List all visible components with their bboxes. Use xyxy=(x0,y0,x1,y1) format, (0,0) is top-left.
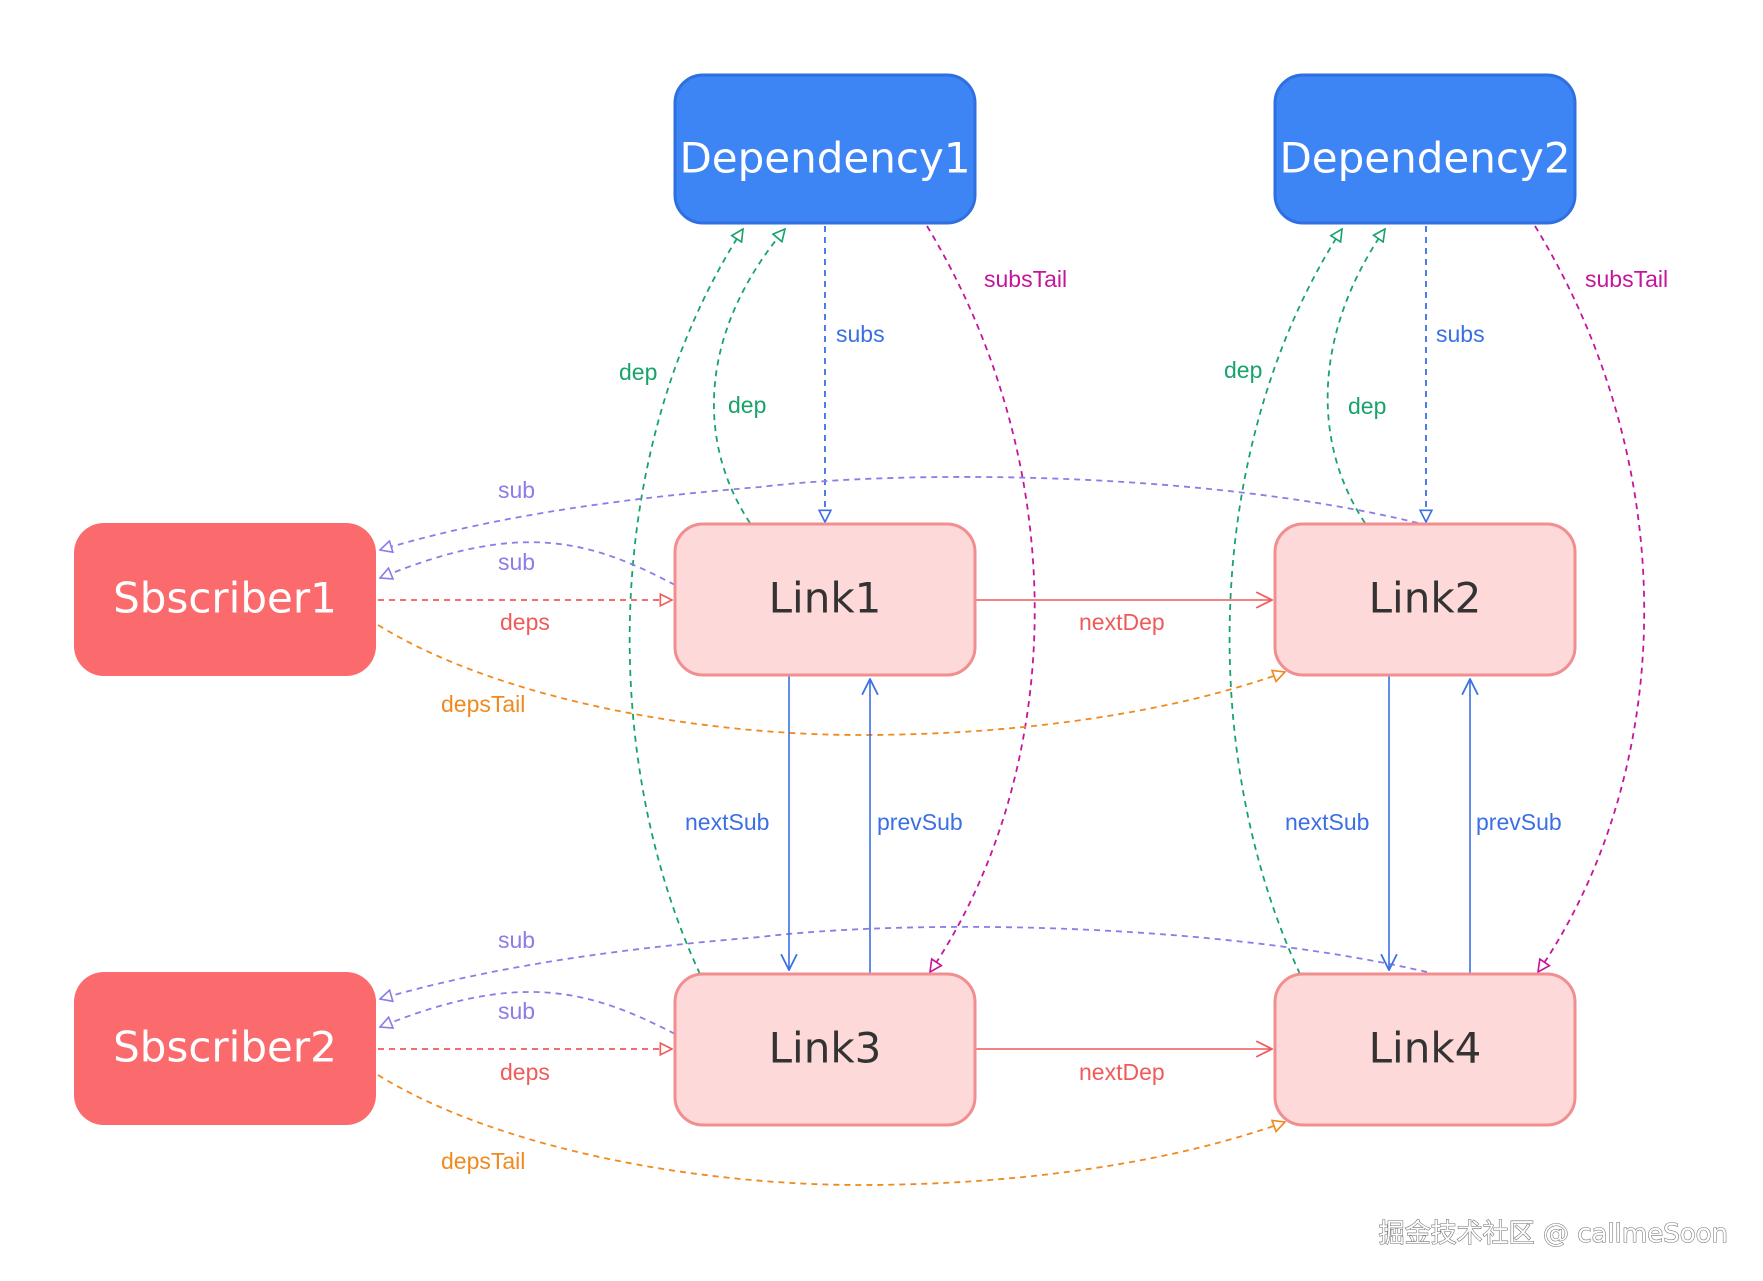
edges xyxy=(377,225,1646,1186)
label-substail-2: subsTail xyxy=(1585,266,1668,292)
label-substail-1: subsTail xyxy=(984,266,1067,292)
edge-dep-link1-dep1 xyxy=(713,229,785,524)
node-link2: Link2 xyxy=(1273,522,1577,677)
label-depstail-2: depsTail xyxy=(441,1148,525,1174)
label-nextdep-1: nextDep xyxy=(1079,609,1165,635)
node-link3: Link3 xyxy=(673,972,977,1127)
label-sub-2: sub xyxy=(498,549,535,575)
node-dependency1: Dependency1 xyxy=(673,73,977,225)
watermark: 掘金技术社区 @ callmeSoon xyxy=(1379,1219,1728,1249)
label-sub-1: sub xyxy=(498,477,535,503)
edge-sub-link2-subscriber1 xyxy=(380,476,1419,550)
label-dep-2: dep xyxy=(728,392,766,418)
edge-depstail-subscriber2-link4 xyxy=(377,1074,1285,1186)
node-link4: Link4 xyxy=(1273,972,1577,1127)
label-dep-1: dep xyxy=(619,359,657,385)
nodes: Dependency1 Dependency2 Sbscriber1 Sbscr… xyxy=(74,73,1577,1127)
edge-sub-link3-subscriber2 xyxy=(380,991,676,1035)
node-dependency1-label: Dependency1 xyxy=(679,134,970,183)
edge-dep-link4-dep2 xyxy=(1228,229,1342,975)
label-depstail-1: depsTail xyxy=(441,691,525,717)
node-subscriber2-label: Sbscriber2 xyxy=(113,1023,337,1072)
node-dependency2: Dependency2 xyxy=(1273,73,1577,225)
node-link1-label: Link1 xyxy=(769,574,882,623)
label-subs-2: subs xyxy=(1436,321,1485,347)
node-dependency2-label: Dependency2 xyxy=(1279,134,1570,183)
edge-dep-link2-dep2 xyxy=(1326,229,1385,524)
label-nextdep-2: nextDep xyxy=(1079,1059,1165,1085)
label-prevsub-2: prevSub xyxy=(1476,809,1562,835)
label-deps-2: deps xyxy=(500,1059,550,1085)
label-nextsub-1: nextSub xyxy=(685,809,769,835)
label-prevsub-1: prevSub xyxy=(877,809,963,835)
node-link4-label: Link4 xyxy=(1369,1024,1482,1073)
node-subscriber2: Sbscriber2 xyxy=(74,972,376,1125)
label-sub-3: sub xyxy=(498,927,535,953)
label-nextsub-2: nextSub xyxy=(1285,809,1369,835)
node-subscriber1: Sbscriber1 xyxy=(74,523,376,676)
edge-sub-link1-subscriber1 xyxy=(380,541,676,586)
label-sub-4: sub xyxy=(498,998,535,1024)
edge-substail-dep2-link4 xyxy=(1534,225,1646,972)
node-subscriber1-label: Sbscriber1 xyxy=(113,574,337,623)
label-subs-1: subs xyxy=(836,321,885,347)
node-link1: Link1 xyxy=(673,522,977,677)
node-link3-label: Link3 xyxy=(769,1024,882,1073)
edge-labels: subsTail subsTail subs subs dep dep dep … xyxy=(441,266,1668,1174)
label-dep-4: dep xyxy=(1348,393,1386,419)
label-dep-3: dep xyxy=(1224,357,1262,383)
node-link2-label: Link2 xyxy=(1369,574,1482,623)
edge-dep-link3-dep1 xyxy=(628,229,743,975)
label-deps-1: deps xyxy=(500,609,550,635)
edge-substail-dep1-link3 xyxy=(926,225,1036,972)
edge-depstail-subscriber1-link2 xyxy=(377,624,1285,736)
